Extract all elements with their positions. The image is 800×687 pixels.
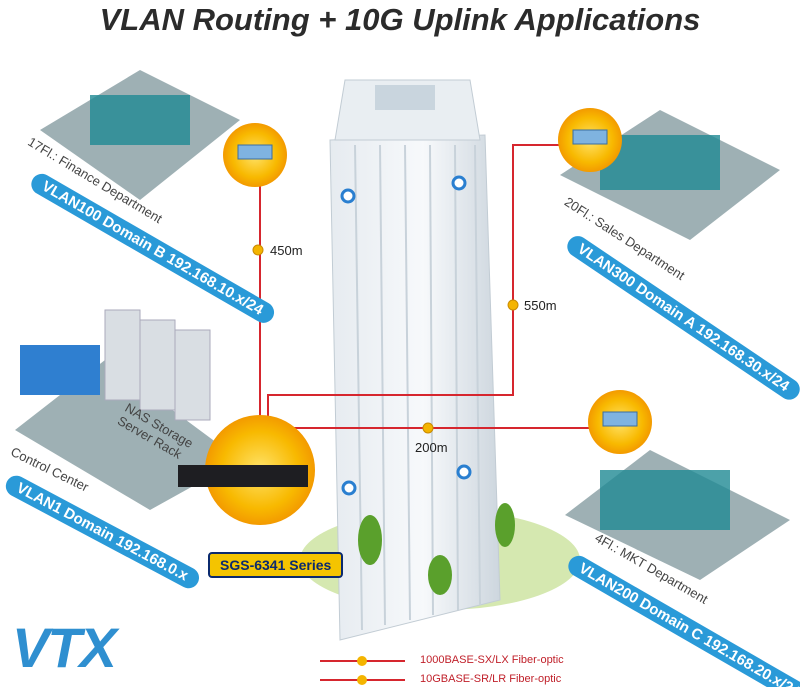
- distance-marker: [252, 244, 264, 256]
- page-title: VLAN Routing + 10G Uplink Applications: [99, 2, 701, 37]
- building-stripes: [354, 144, 481, 631]
- distance-marker: [422, 422, 434, 434]
- vtx-logo: VTX: [12, 616, 117, 679]
- legend-marker-icon: [357, 675, 367, 685]
- legend-10g-label: 10GBASE-SR/LR Fiber-optic: [420, 673, 562, 685]
- distance-sales: 550m: [524, 298, 557, 313]
- switch-box: [237, 144, 273, 160]
- switch-box: [602, 411, 638, 427]
- cubicles: [90, 95, 730, 530]
- model-label: SGS-6341 Series: [208, 552, 344, 578]
- sgs-6341-switch-icon: [178, 465, 308, 487]
- trees: [358, 503, 515, 595]
- wifi-point-icon: [341, 480, 357, 496]
- wifi-point-icon: [340, 188, 356, 204]
- distance-marker: [507, 299, 519, 311]
- rooftop-unit: [375, 85, 435, 110]
- legend-1g-label: 1000BASE-SX/LX Fiber-optic: [420, 654, 564, 666]
- control-monitors: [20, 345, 100, 395]
- switch-box: [572, 129, 608, 145]
- server-racks: [104, 309, 211, 421]
- wifi-point-icon: [456, 464, 472, 480]
- wifi-point-icon: [451, 175, 467, 191]
- legend-marker-icon: [357, 656, 367, 666]
- distance-finance: 450m: [270, 243, 303, 258]
- distance-mkt: 200m: [415, 440, 448, 455]
